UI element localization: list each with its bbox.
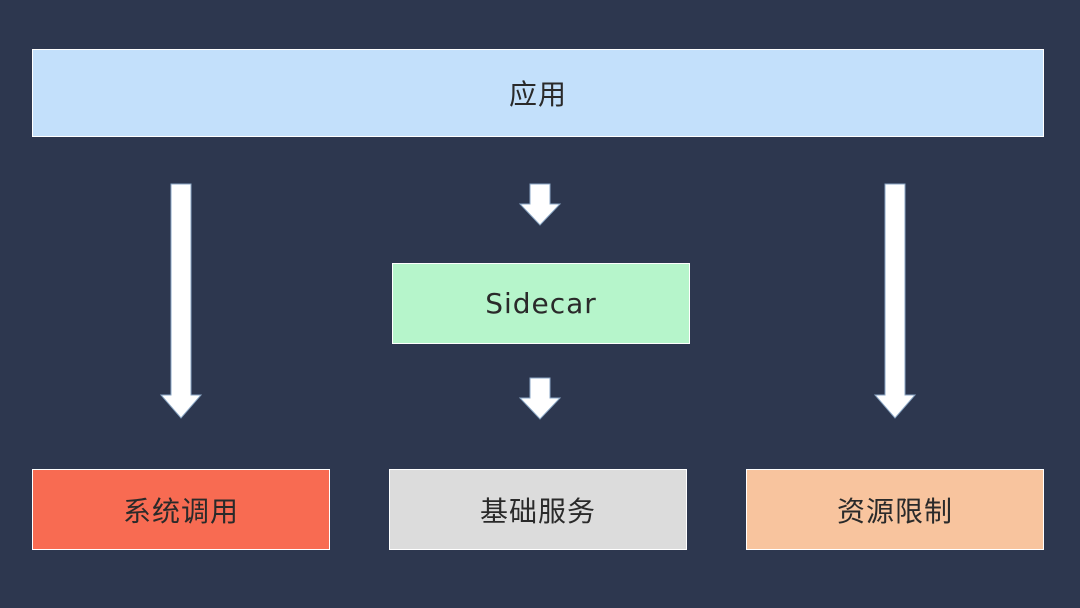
arrow-app-to-syscall-icon [159, 183, 203, 419]
sidecar-box: Sidecar [392, 263, 690, 344]
infra-box: 基础服务 [389, 469, 687, 550]
arrow-app-to-resource-icon [873, 183, 917, 419]
arrow-app-to-sidecar-icon [518, 183, 562, 226]
arrow-sidecar-to-infra-icon [518, 377, 562, 420]
syscall-box: 系统调用 [32, 469, 330, 550]
resource-label: 资源限制 [836, 494, 953, 528]
infra-label: 基础服务 [479, 494, 596, 528]
app-box: 应用 [32, 49, 1044, 137]
syscall-label: 系统调用 [122, 494, 239, 528]
resource-box: 资源限制 [746, 469, 1044, 550]
app-label: 应用 [508, 78, 567, 111]
sidecar-label: Sidecar [485, 287, 597, 320]
